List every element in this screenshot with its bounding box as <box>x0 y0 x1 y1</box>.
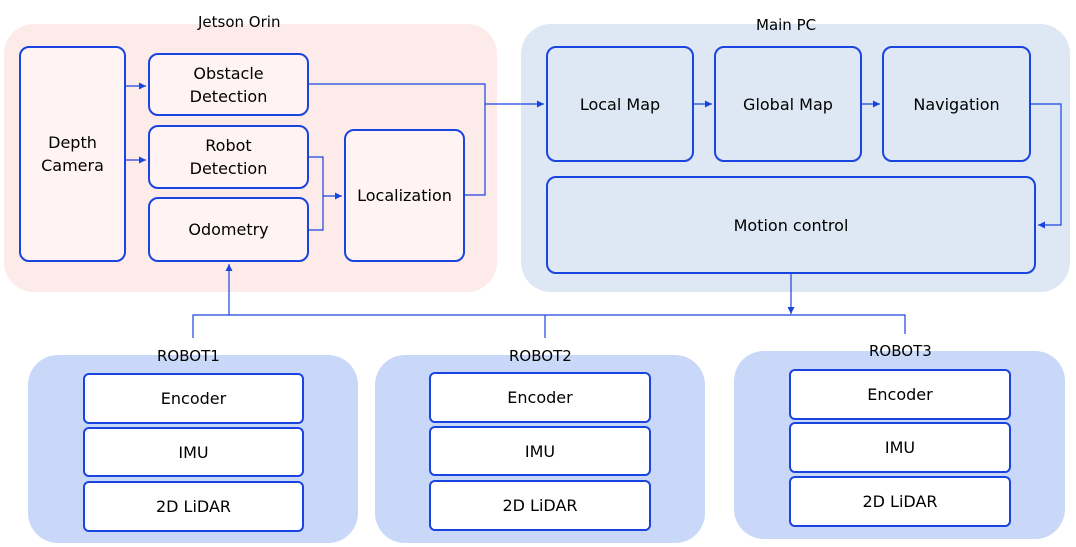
arrow-robot-detection-to-localization <box>309 156 342 200</box>
arrow-navigation-to-motion <box>1031 103 1062 229</box>
robots-bus-line <box>192 314 906 338</box>
robot3-2d-lidar: 2D LiDAR <box>789 476 1011 527</box>
robot3-title: ROBOT3 <box>869 342 932 360</box>
depth-camera-node: Depth Camera <box>19 46 126 262</box>
robot2-title: ROBOT2 <box>509 347 572 365</box>
jetson-orin-title: Jetson Orin <box>198 13 281 31</box>
localization-node: Localization <box>344 129 465 262</box>
line-odometry-to-localization <box>309 196 324 231</box>
robot2-imu: IMU <box>429 426 651 476</box>
motion-control-node: Motion control <box>546 176 1036 274</box>
obstacle-detection-node: Obstacle Detection <box>148 53 309 116</box>
navigation-node: Navigation <box>882 46 1031 162</box>
robot3-imu: IMU <box>789 422 1011 473</box>
robot2-encoder: Encoder <box>429 372 651 423</box>
arrow-obstacle-to-local-map <box>309 83 544 108</box>
odometry-node: Odometry <box>148 197 309 262</box>
robot1-2d-lidar: 2D LiDAR <box>83 481 304 532</box>
robot1-title: ROBOT1 <box>157 347 220 365</box>
robot-detection-node: Robot Detection <box>148 125 309 189</box>
global-map-node: Global Map <box>714 46 862 162</box>
robot1-imu: IMU <box>83 427 304 477</box>
robot1-encoder: Encoder <box>83 373 304 424</box>
robot2-2d-lidar: 2D LiDAR <box>429 480 651 531</box>
main-pc-title: Main PC <box>756 16 817 34</box>
line-localization-to-local-map <box>465 104 486 196</box>
robot3-encoder: Encoder <box>789 369 1011 420</box>
local-map-node: Local Map <box>546 46 694 162</box>
